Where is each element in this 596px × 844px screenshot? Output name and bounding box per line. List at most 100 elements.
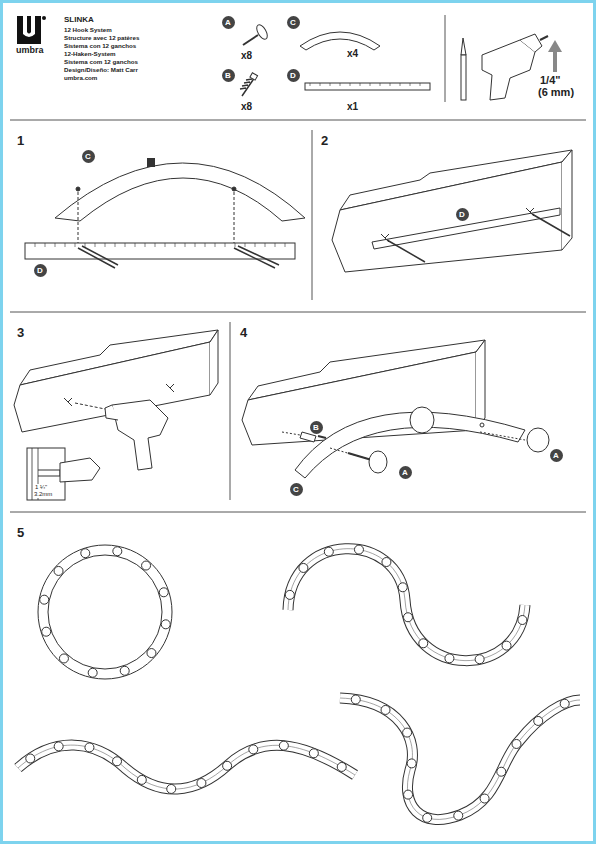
hook-knob xyxy=(26,754,35,763)
hook-knob xyxy=(59,654,68,663)
hook-knob xyxy=(512,739,521,748)
logo-text: umbra xyxy=(16,46,44,56)
hook-knob xyxy=(403,613,412,622)
callout-circle: D xyxy=(34,264,47,277)
callout-letter: A xyxy=(553,451,559,460)
organizer-track xyxy=(288,549,525,661)
hook-knob xyxy=(113,757,122,766)
drill-size: 1/4" xyxy=(540,74,561,86)
quantity: x8 xyxy=(241,50,252,61)
hook-knob xyxy=(299,563,308,572)
hook-knob xyxy=(54,742,63,751)
subtitle: 12-Haken-System xyxy=(64,51,116,58)
quantity: x1 xyxy=(347,101,358,112)
subtitle: Sistema con 12 ganchos xyxy=(64,43,136,50)
hook-knob xyxy=(54,566,63,575)
hook-knob xyxy=(502,641,511,650)
organizer-track xyxy=(288,549,525,661)
hook-knob xyxy=(419,639,428,648)
step-number: 5 xyxy=(17,526,24,540)
hook-knob xyxy=(398,583,407,592)
hook-knob xyxy=(137,775,146,784)
organizer-track xyxy=(340,698,580,819)
hook-knob xyxy=(81,549,90,558)
url-text: umbra.com xyxy=(64,75,97,82)
callout-circle: C xyxy=(290,483,303,496)
hook-knob xyxy=(404,790,413,799)
hook-knob xyxy=(351,695,360,704)
title-text: SLINKA xyxy=(64,16,94,25)
organizer-track xyxy=(340,698,580,819)
organizer-track xyxy=(288,549,525,661)
hook-knob xyxy=(454,811,463,820)
hook-knob xyxy=(161,620,170,629)
hook-knob xyxy=(445,654,454,663)
callout-letter: B xyxy=(225,71,231,80)
hook-knob xyxy=(223,761,232,770)
hook-knob xyxy=(497,767,506,776)
subtitle: 12 Hook System xyxy=(64,27,112,34)
hook-knob xyxy=(403,728,412,737)
hook-knob xyxy=(324,547,333,556)
hook-knob xyxy=(534,716,543,725)
hook-knob xyxy=(85,743,94,752)
step-number: 2 xyxy=(321,134,328,148)
hook-knob xyxy=(159,588,168,597)
hook-knob xyxy=(147,649,156,658)
hook-knob xyxy=(475,655,484,664)
callout-letter: B xyxy=(313,423,319,432)
callout-letter: D xyxy=(459,210,465,219)
callout-circle: A xyxy=(550,449,563,462)
hook-knob xyxy=(249,745,258,754)
callout-letter: C xyxy=(85,152,91,161)
organizer-track xyxy=(18,745,355,789)
dimension: 1 ¼" xyxy=(34,484,48,491)
step-number: 1 xyxy=(17,134,24,148)
hook-knob xyxy=(560,699,569,708)
organizer-track xyxy=(18,745,355,789)
hook-knob xyxy=(40,595,49,604)
callout-letter: C xyxy=(293,485,299,494)
hook-knob xyxy=(381,705,390,714)
hook-knob xyxy=(337,762,346,771)
credit-text: Design/Diseño: Matt Carr xyxy=(64,67,138,74)
callout-letter: C xyxy=(290,18,296,27)
callout-circle: A xyxy=(399,466,412,479)
callout-circle: B xyxy=(310,421,323,434)
dimension: 3.2mm xyxy=(33,491,53,498)
organizer-track xyxy=(18,745,355,789)
hook-knob xyxy=(423,813,432,822)
hook-knob xyxy=(480,794,489,803)
organizer-track xyxy=(340,698,580,819)
callout-circle: B xyxy=(222,69,235,82)
step-number: 3 xyxy=(17,326,24,340)
callout-letter: D xyxy=(290,71,296,80)
drill-size: (6 mm) xyxy=(538,86,574,98)
hook-knob xyxy=(113,547,122,556)
quantity: x8 xyxy=(241,101,252,112)
callout-circle: C xyxy=(82,150,95,163)
hook-knob xyxy=(120,666,129,675)
subtitle: Sistema com 12 ganchos xyxy=(64,59,138,66)
subtitle: Structure avec 12 patères xyxy=(64,35,139,42)
quantity: x4 xyxy=(347,48,358,59)
callout-circle: D xyxy=(456,208,469,221)
callout-circle: A xyxy=(222,16,235,29)
hook-knob xyxy=(142,561,151,570)
hook-knob xyxy=(167,784,176,793)
callout-circle: D xyxy=(287,69,300,82)
hook-knob xyxy=(42,627,51,636)
hook-knob xyxy=(279,741,288,750)
callout-letter: A xyxy=(225,18,231,27)
hook-knob xyxy=(382,558,391,567)
hook-knob xyxy=(309,749,318,758)
callout-letter: D xyxy=(37,266,43,275)
hook-knob xyxy=(285,590,294,599)
callout-circle: C xyxy=(287,16,300,29)
hook-knob xyxy=(197,779,206,788)
hook-knob xyxy=(407,759,416,768)
callout-letter: A xyxy=(402,468,408,477)
step-number: 4 xyxy=(240,326,247,340)
hook-knob xyxy=(518,615,527,624)
hook-knob xyxy=(88,668,97,677)
